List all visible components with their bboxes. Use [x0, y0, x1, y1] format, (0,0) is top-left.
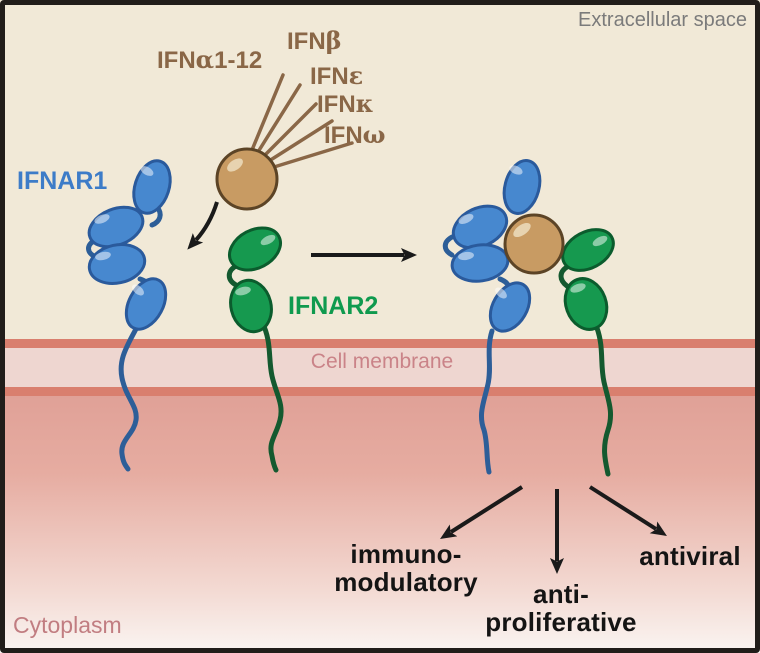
signaling-complex-graphic [442, 159, 615, 477]
complex-ifnar1-tail [479, 328, 495, 475]
ifnar2-receptor-graphic [226, 226, 284, 473]
ifnar1-tail [118, 322, 141, 472]
arrow-to-antiviral [588, 485, 667, 536]
ifn-ligand-ball [215, 147, 279, 211]
arrow-to-immunomodulatory [440, 485, 524, 539]
ifnar2-tail [259, 319, 284, 473]
ifnar2-linker [226, 263, 239, 288]
extracellular-space-label: Extracellular space [578, 9, 747, 31]
outcome-antiproliferative: anti- proliferative [485, 579, 637, 637]
ifn-kappa-label: IFNκ [317, 89, 374, 118]
outcome-antiviral: antiviral [639, 541, 741, 571]
ifnar1-label: IFNAR1 [17, 167, 108, 195]
ifn-alpha-label: IFNα1-12 [157, 45, 263, 74]
complex-ifnar2-domain [563, 277, 609, 331]
cytoplasm-label: Cytoplasm [13, 612, 122, 638]
ifn-omega-label: IFNω [324, 120, 386, 149]
ifn-beta-label: IFNβ [287, 26, 342, 55]
signaling-output-arrows [440, 485, 667, 574]
ifnar1-domain [132, 159, 172, 215]
cell-membrane-label: Cell membrane [310, 350, 454, 373]
ifnar1-receptor-graphic [86, 159, 172, 472]
ifn-epsilon-label: IFNε [310, 61, 364, 90]
complex-ifn-ligand-ball [503, 213, 565, 275]
ifn-ligand-graphic [187, 73, 354, 250]
complex-ifnar2-tail [594, 325, 613, 477]
ligand-binding-arrow [187, 201, 219, 250]
ifnar2-label: IFNAR2 [288, 292, 379, 320]
complex-ifnar1-domain [502, 159, 542, 215]
outcome-immunomodulatory: immuno- modulatory [334, 539, 478, 597]
complex-ifnar1-domain [488, 281, 532, 333]
